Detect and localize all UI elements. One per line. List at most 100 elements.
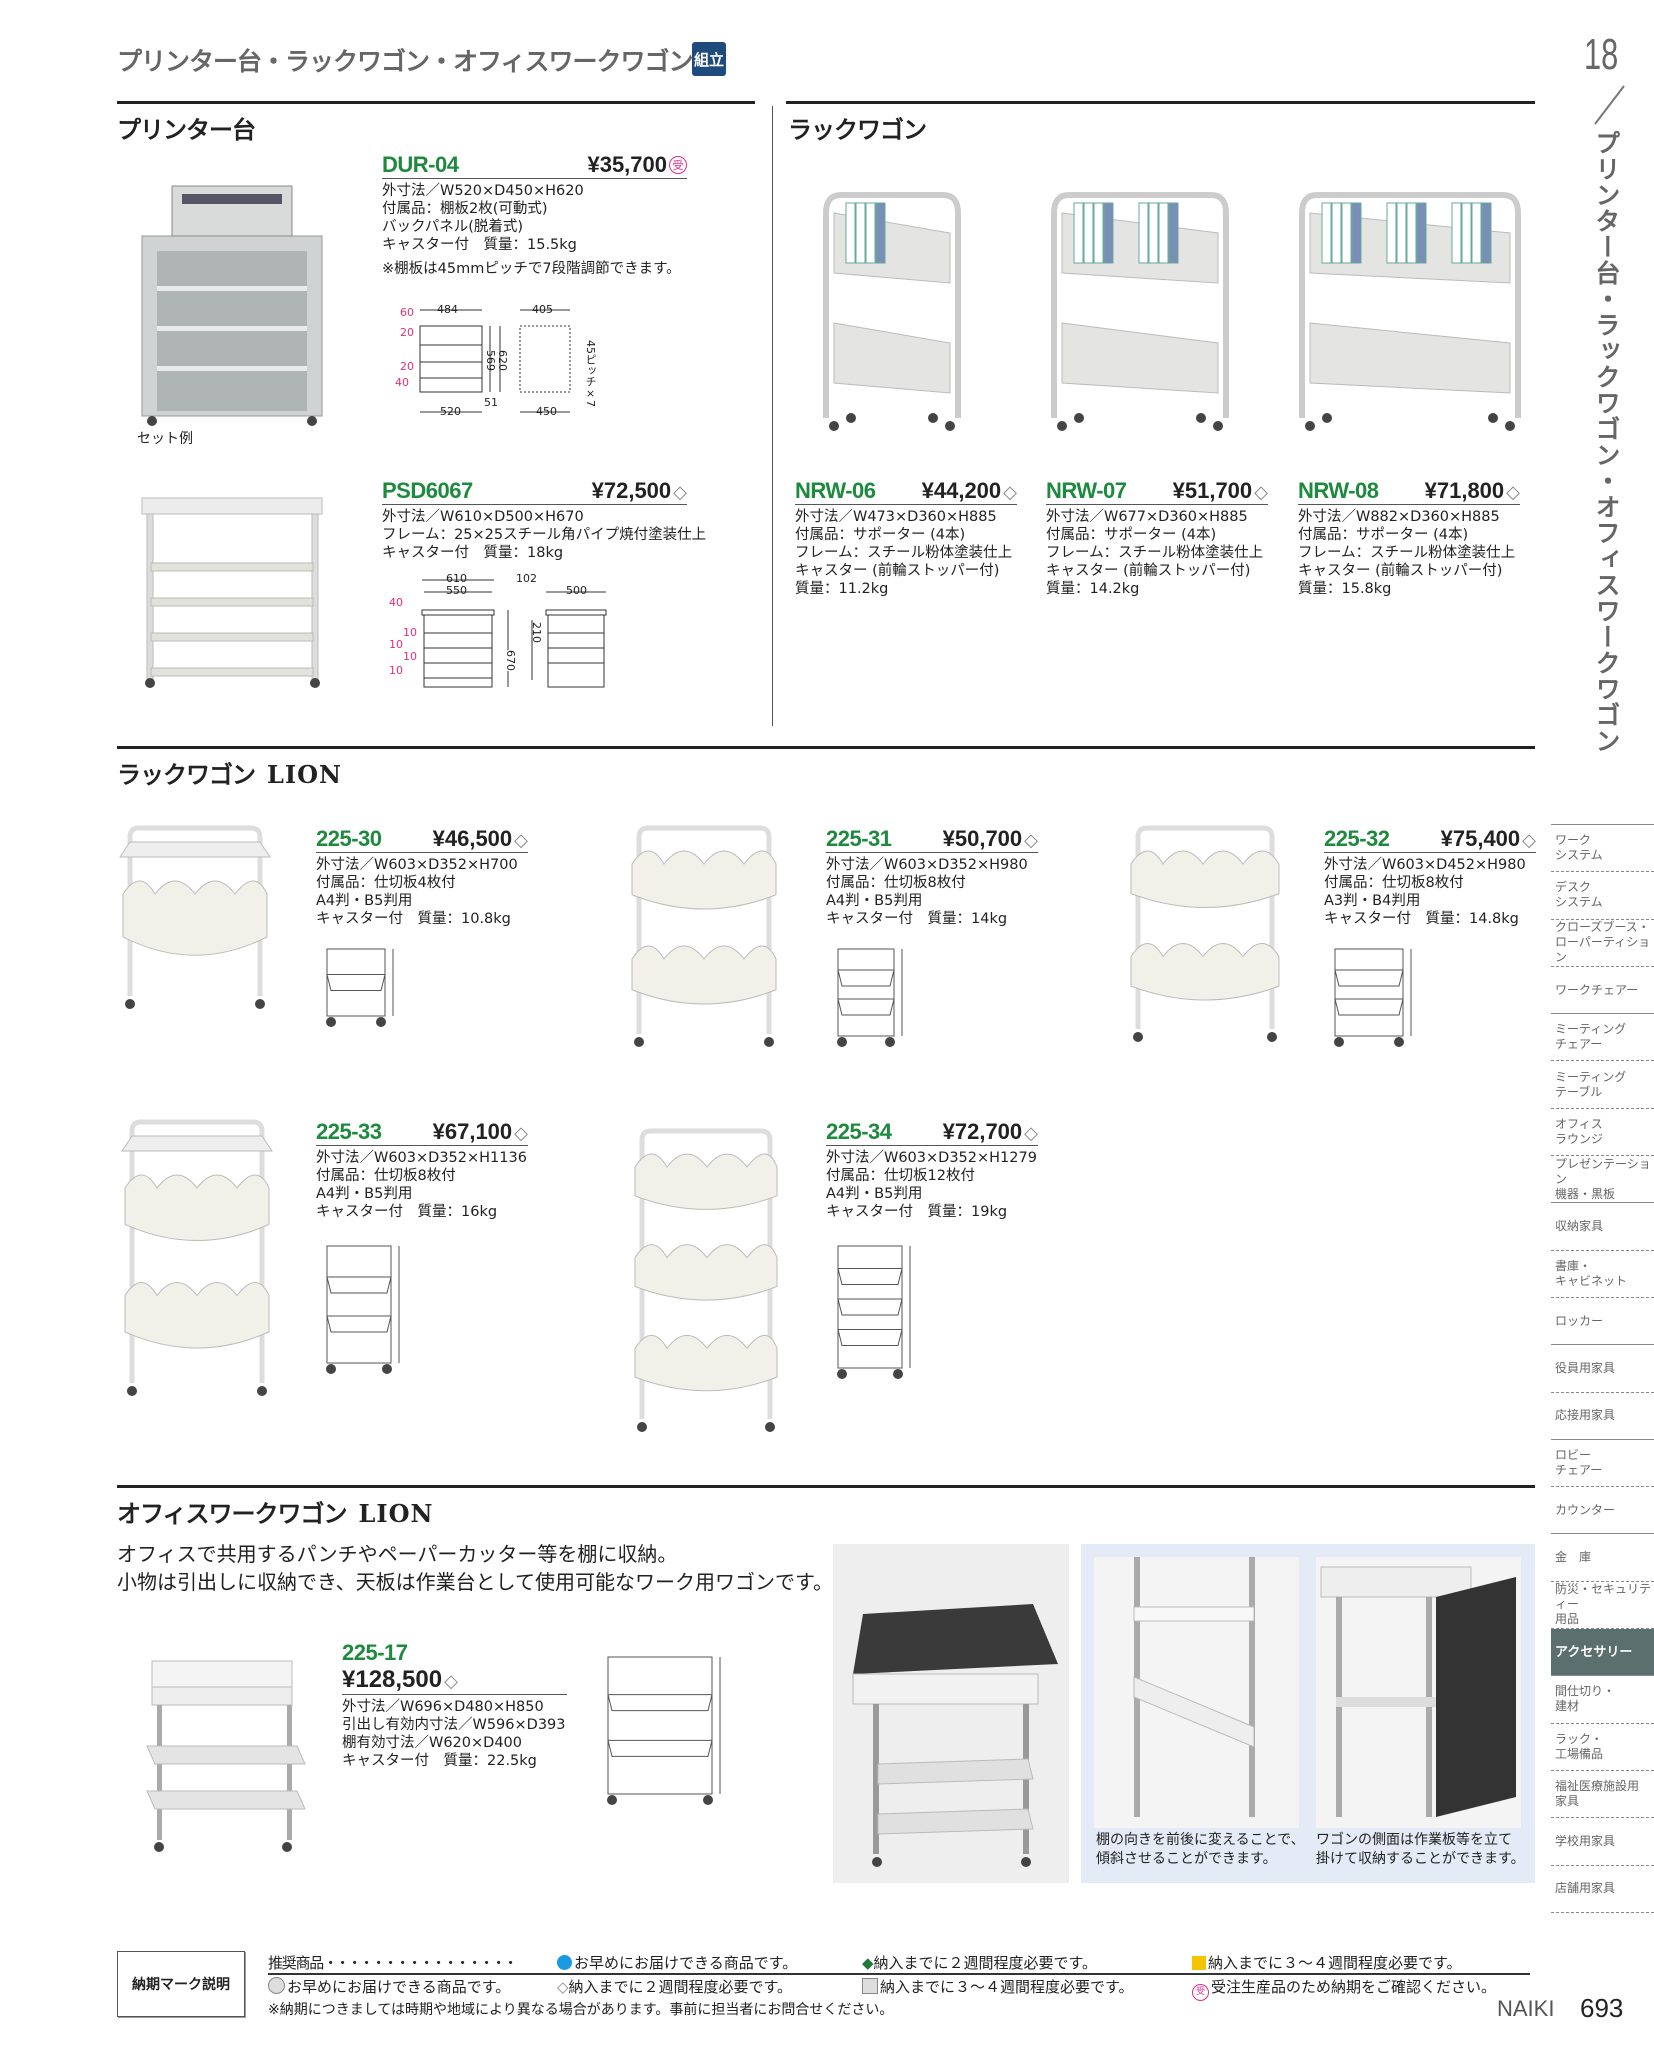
section-title-rack: ラックワゴン: [788, 116, 927, 144]
product-code: 225-31: [826, 826, 892, 851]
sidebar-item-label: 用品: [1555, 1612, 1580, 1627]
spec-line: キャスター付 質量：19kg: [826, 1204, 1008, 1220]
sidebar-item-label: 書庫・: [1555, 1258, 1592, 1273]
sidebar-item-label: ラウンジ: [1555, 1131, 1604, 1146]
photo-tilted-shelf: [1094, 1557, 1299, 1828]
sidebar-item[interactable]: ロビーチェアー: [1551, 1440, 1654, 1488]
sidebar-item[interactable]: クローズブース・ローパーティション: [1551, 920, 1654, 967]
sidebar-item[interactable]: ロッカー: [1551, 1298, 1654, 1346]
sidebar-item[interactable]: デスクシステム: [1551, 872, 1654, 920]
photo-225-34: [634, 1128, 778, 1432]
sidebar-item[interactable]: 福祉医療施設用家具: [1551, 1771, 1654, 1819]
sidebar-item[interactable]: 学校用家具: [1551, 1818, 1654, 1866]
caster-wheel: [703, 1795, 713, 1805]
caster-wheel: [945, 421, 955, 431]
caster-wheel: [928, 413, 938, 423]
diagram-225-17: [607, 1656, 721, 1805]
diagram-225-32: [1334, 948, 1412, 1047]
sidebar-item[interactable]: 間仕切り・建材: [1551, 1676, 1654, 1724]
spec-line: 外寸法／W520×D450×H620: [382, 183, 584, 199]
diagram-225-34: [837, 1245, 911, 1379]
spec-line: キャスター付 質量：10.8kg: [316, 911, 511, 927]
photo-225-17: [146, 1660, 306, 1852]
sidebar-item[interactable]: 役員用家具: [1551, 1345, 1654, 1393]
spec-line: A4判・B5判用: [316, 893, 413, 909]
caster-wheel: [1196, 413, 1206, 423]
sidebar-item[interactable]: ワークチェアー: [1551, 967, 1654, 1015]
spec-line: 外寸法／W610×D500×H670: [382, 509, 584, 525]
yellow-square-icon: [1192, 1956, 1206, 1970]
dim-label: 620: [496, 350, 509, 371]
dim-label: 10: [403, 650, 417, 663]
diamond-mark-icon: ◇: [514, 830, 528, 851]
sidebar-item-label: 建材: [1555, 1699, 1580, 1714]
sidebar-item[interactable]: アクセサリー: [1551, 1629, 1654, 1677]
legend-gray-circle: お早めにお届けできる商品です。: [268, 1976, 510, 1997]
sidebar-item[interactable]: 収納家具: [1551, 1203, 1654, 1251]
office-wagon-description: オフィスで共用するパンチやペーパーカッター等を棚に収納。 小物は引出しに収納でき…: [117, 1540, 833, 1596]
sidebar-item[interactable]: ミーティングテーブル: [1551, 1061, 1654, 1109]
spec-line: フレーム：スチール粉体塗装仕上: [1298, 545, 1516, 561]
spec-line: キャスター付 質量：15.5kg: [382, 237, 577, 253]
description-line: オフィスで共用するパンチやペーパーカッター等を棚に収納。: [117, 1542, 678, 1566]
sidebar-item[interactable]: 金 庫: [1551, 1534, 1654, 1582]
caster-wheel: [1334, 1037, 1344, 1047]
caster-wheel: [326, 1017, 336, 1027]
sidebar-item-label: テーブル: [1555, 1084, 1603, 1099]
caster-wheel: [634, 1037, 644, 1047]
sidebar-item-label: デスク: [1555, 880, 1592, 895]
sidebar-item[interactable]: 店舗用家具: [1551, 1866, 1654, 1913]
section-rule: [786, 101, 1535, 104]
spec-line: 付属品：仕切板4枚付: [316, 875, 456, 891]
sidebar-item[interactable]: ラック・工場備品: [1551, 1724, 1654, 1771]
spec-line: フレーム：スチール粉体塗装仕上: [1046, 545, 1264, 561]
sidebar-item-label: ワーク: [1555, 833, 1592, 848]
product-price: ¥50,700: [942, 826, 1023, 851]
sidebar-item[interactable]: 防災・セキュリティー用品: [1551, 1582, 1654, 1630]
spec-line: 外寸法／W603×D352×H1279: [826, 1150, 1037, 1166]
spec-line: 付属品：仕切板8枚付: [826, 875, 966, 891]
order-made-mark-icon: 受: [669, 156, 687, 174]
product-price: ¥72,700: [942, 1119, 1023, 1144]
spec-line: キャスター付 質量：14kg: [826, 911, 1008, 927]
sidebar-item-label: キャビネット: [1555, 1273, 1628, 1288]
slash-divider: [1594, 85, 1625, 125]
dim-label: 484: [437, 303, 458, 316]
sidebar-item[interactable]: 応接用家具: [1551, 1393, 1654, 1440]
spec-line: 外寸法／W882×D360×H885: [1298, 509, 1500, 525]
sidebar-item[interactable]: ミーティングチェアー: [1551, 1014, 1654, 1062]
diamond-mark-icon: ◇: [514, 1123, 528, 1144]
diagram-225-30: [326, 948, 394, 1027]
spec-line: キャスター付 質量：16kg: [316, 1204, 498, 1220]
sidebar-item[interactable]: プレゼンテーション機器・黒板: [1551, 1156, 1654, 1204]
diamond-mark-icon: ◇: [1522, 830, 1536, 851]
spec-note: ※棚板は45mmピッチで7段階調節できます。: [382, 261, 681, 277]
caster-wheel: [382, 1364, 392, 1374]
caster-wheel: [326, 1364, 336, 1374]
spec-line: 外寸法／W603×D352×H980: [826, 857, 1028, 873]
spec-line: 付属品：仕切板8枚付: [316, 1168, 456, 1184]
spec-line: フレーム：25×25スチール角パイプ焼付塗装仕上: [382, 527, 707, 543]
dim-label: 610: [446, 572, 467, 585]
sidebar-item[interactable]: ワークシステム: [1551, 825, 1654, 873]
photo-nrw08: [1299, 192, 1521, 431]
spec-line: 付属品：仕切板12枚付: [826, 1168, 975, 1184]
dim-label: 20: [400, 326, 414, 339]
sidebar-item-label: 応接用家具: [1555, 1408, 1616, 1423]
sidebar-item-label: 福祉医療施設用: [1555, 1779, 1640, 1794]
spec-line: キャスター (前輪ストッパー付): [1298, 563, 1503, 579]
section-title-printer: プリンター台: [117, 116, 256, 144]
sidebar-item[interactable]: カウンター: [1551, 1487, 1654, 1535]
photo-psd6067: [141, 497, 323, 688]
spec-line: 付属品：サポーター (4本): [1298, 527, 1469, 543]
sidebar-item[interactable]: 書庫・キャビネット: [1551, 1251, 1654, 1298]
sidebar-item[interactable]: オフィスラウンジ: [1551, 1109, 1654, 1157]
delivery-note: ※納期につきましては時期や地域により異なる場合があります。事前に担当者にお問合せ…: [268, 2002, 894, 2018]
caster-wheel: [255, 999, 265, 1009]
